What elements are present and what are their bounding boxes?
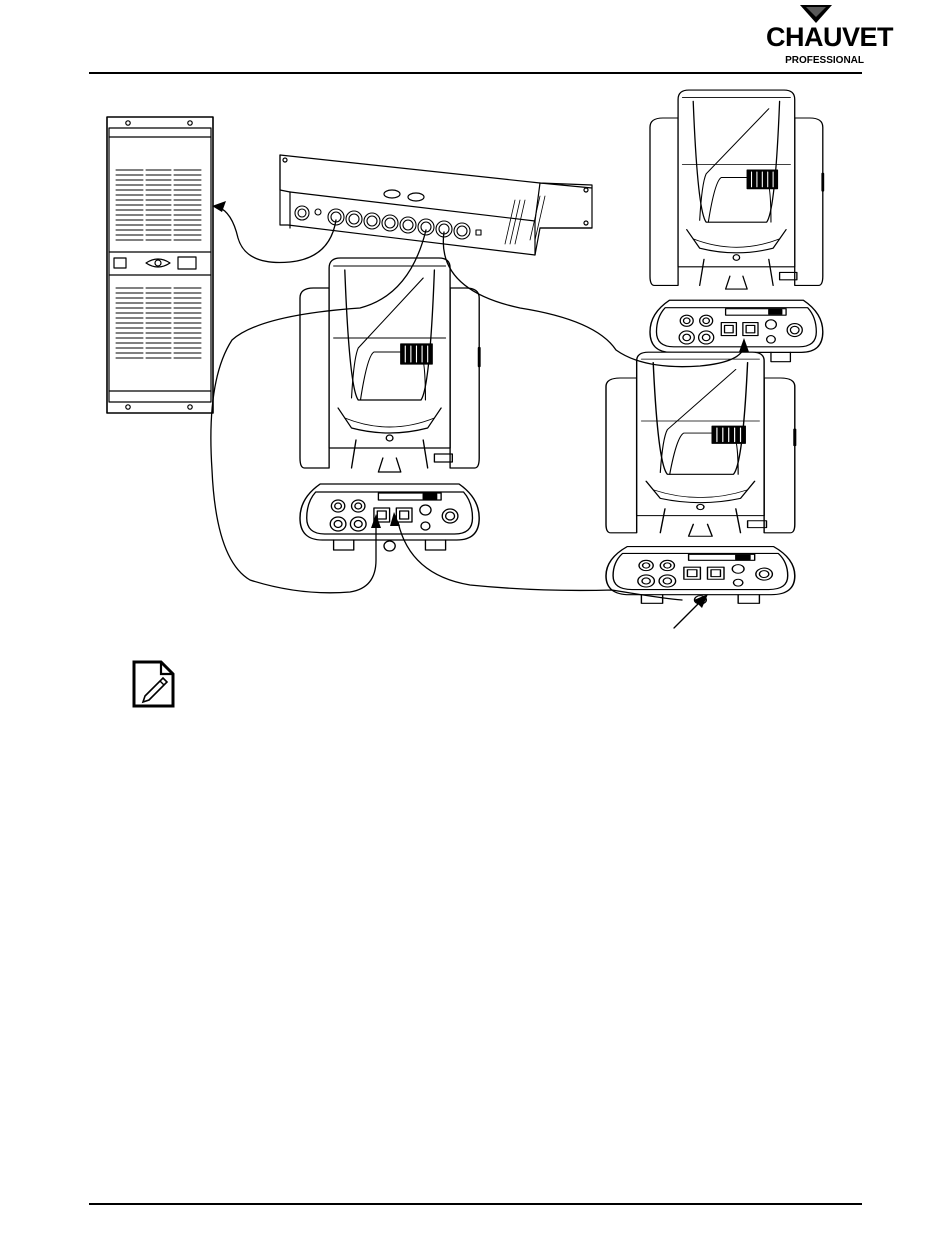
moving-head-fixture-top-right [650,90,823,362]
footer-rule [89,1203,862,1205]
moving-head-fixture-bottom-right [606,352,795,604]
dmx-splitter [280,155,592,255]
moving-head-fixture-center [300,258,479,551]
note-icon [131,660,177,708]
controller-rack-unit [107,117,213,413]
